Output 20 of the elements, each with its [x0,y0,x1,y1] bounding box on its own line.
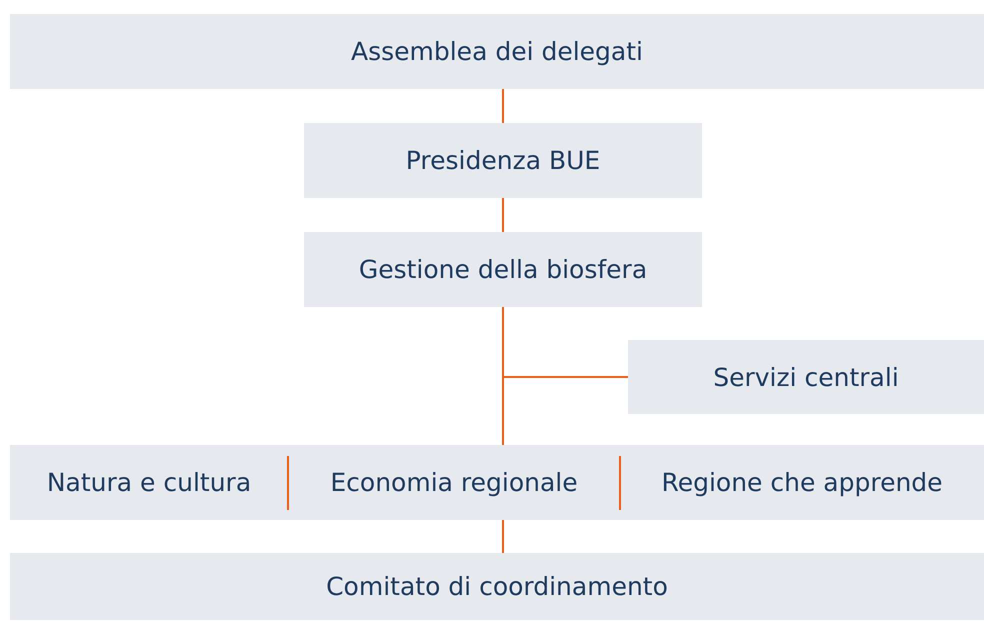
connector-line [502,89,504,123]
org-unit-box [304,232,702,307]
unit-label: Servizi centrali [713,362,899,392]
unit-label: Presidenza BUE [406,146,600,175]
unit-label: Regione che apprende [661,468,943,497]
unit-label: Economia regionale [330,468,578,497]
org-unit-box [628,340,984,414]
connector-line [502,307,628,378]
org-unit-box [620,445,984,520]
org-unit-box [10,445,288,520]
unit-label: Natura e cultura [46,468,252,497]
unit-label: Assemblea dei delegati [350,37,643,66]
connector-line [502,198,504,232]
connector-line [502,520,504,553]
org-unit-box [288,445,620,520]
org-unit-box [10,553,984,620]
org-unit-box [304,123,702,198]
org-unit-box [10,14,984,89]
unit-label: Comitato di coordinamento [326,572,668,601]
unit-label: Gestione della biosfera [358,255,648,284]
